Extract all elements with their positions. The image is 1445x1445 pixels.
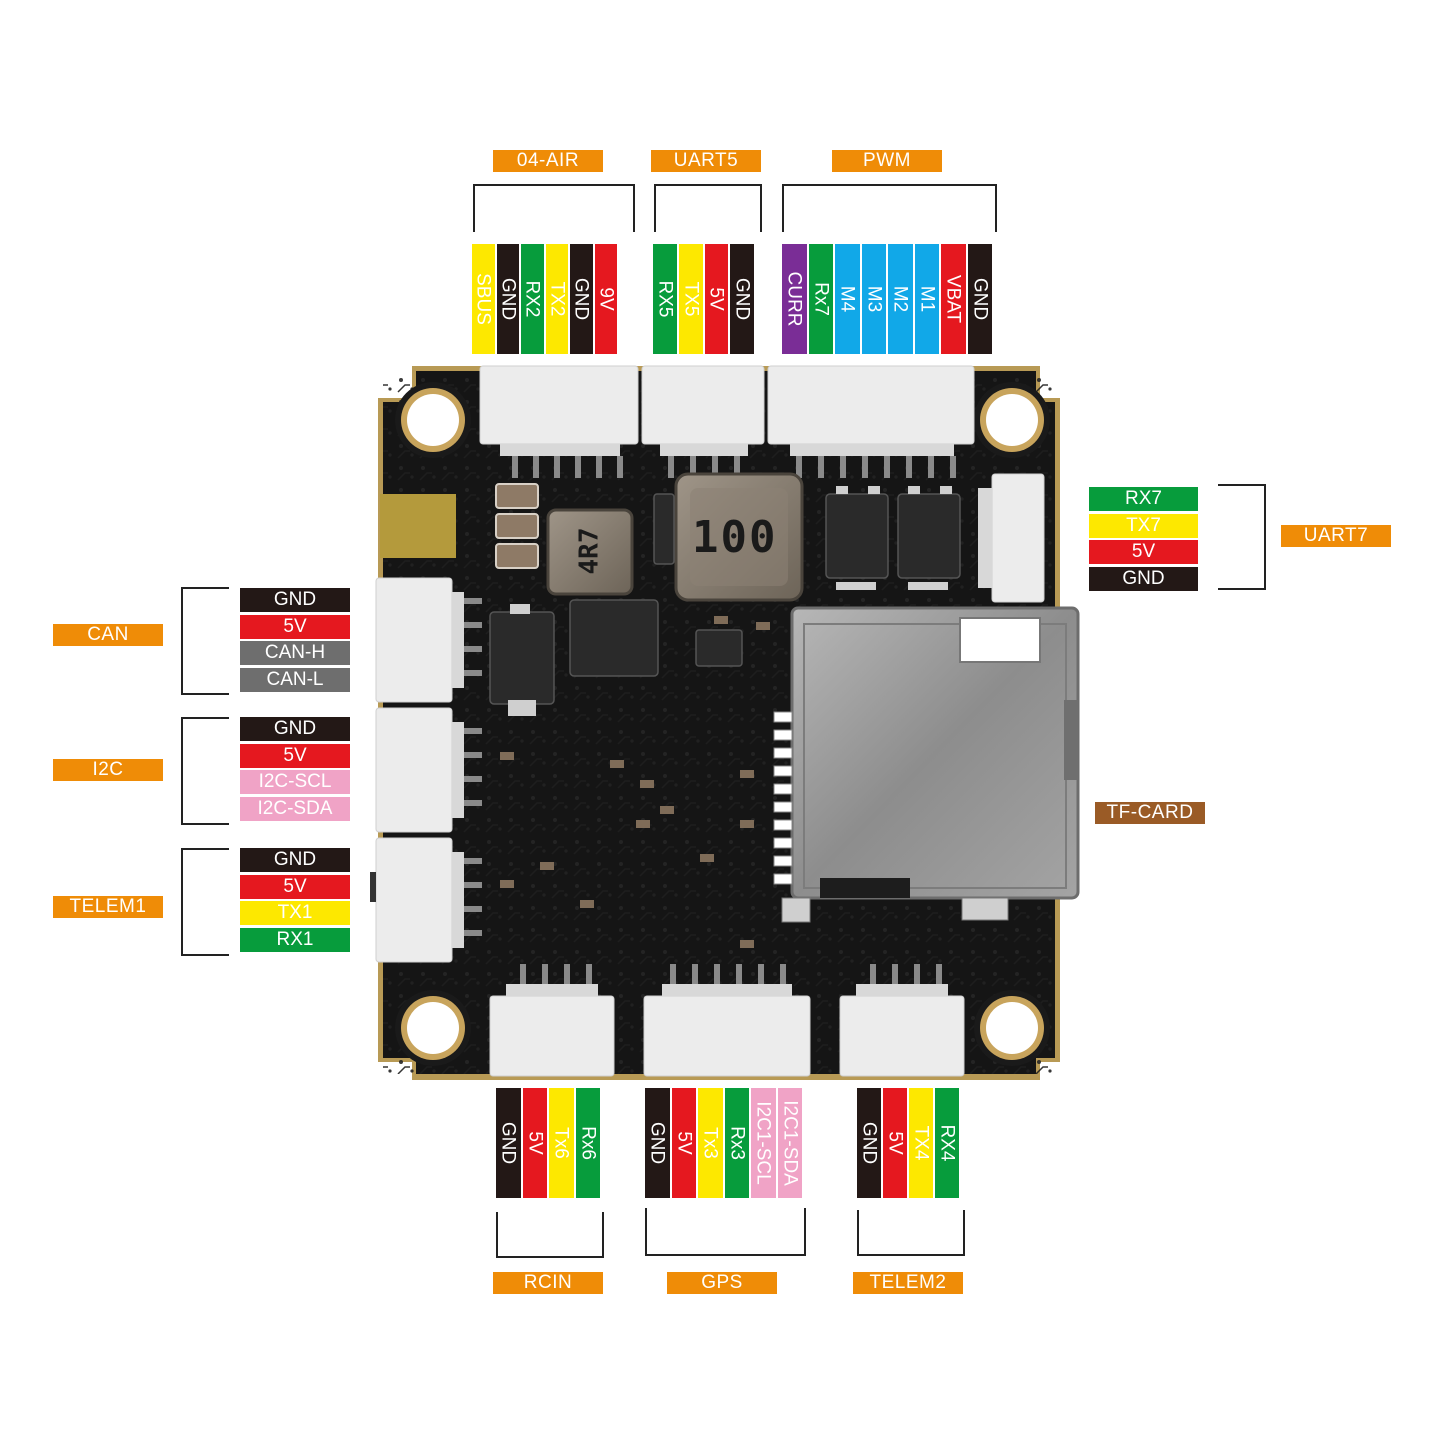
- pin-i2c-3: I2C-SDA: [240, 796, 350, 821]
- pin-i2c-1: 5V: [240, 743, 350, 768]
- label-uart7: UART7: [1281, 525, 1391, 547]
- pin-o4-air-5: 9V: [594, 244, 617, 354]
- pin-telem2-0: GND: [857, 1088, 881, 1198]
- pin-uart7-3: GND: [1089, 566, 1198, 591]
- pin-can-2: CAN-H: [240, 641, 350, 665]
- connector-telem2-housing: [839, 984, 965, 1077]
- inductor-small: [546, 508, 634, 596]
- bracket-can: [181, 587, 229, 695]
- connector-pwm-housing: [767, 365, 975, 456]
- pin-telem1-3: RX1: [240, 927, 350, 952]
- pin-rcin-0: GND: [496, 1088, 521, 1198]
- pin-uart7-1: TX7: [1089, 513, 1198, 538]
- pin-pwm-7: GND: [967, 244, 992, 354]
- connector-rcin-housing: [489, 984, 615, 1077]
- pin-can-3: CAN-L: [240, 667, 350, 692]
- bracket-pwm: [782, 184, 997, 232]
- pin-pwm-4: M2: [888, 244, 913, 354]
- pin-o4-air-2: RX2: [521, 244, 544, 354]
- pin-gps-4: I2C1-SCL: [751, 1088, 776, 1198]
- left-connector-pins: [464, 598, 482, 936]
- ics: [489, 493, 961, 705]
- pin-pwm-3: M3: [861, 244, 886, 354]
- inductor-large: [674, 472, 804, 602]
- label-rcin: RCIN: [493, 1272, 603, 1294]
- label-uart5: UART5: [651, 150, 761, 172]
- label-tf-card: TF-CARD: [1095, 802, 1205, 824]
- pin-uart5-1: TX5: [678, 244, 703, 354]
- bracket-telem2: [857, 1210, 965, 1256]
- bracket-o4-air: [473, 184, 635, 232]
- pin-telem1-2: TX1: [240, 901, 350, 925]
- bottom-connector-pins: [520, 964, 942, 984]
- connector-gps-housing: [643, 984, 811, 1077]
- pin-pwm-0: CURR: [782, 244, 807, 354]
- pin-pwm-5: M1: [914, 244, 939, 354]
- bracket-i2c: [181, 717, 229, 825]
- connector-can-housing: [375, 577, 464, 703]
- pin-can-1: 5V: [240, 614, 350, 639]
- pin-telem2-1: 5V: [883, 1088, 907, 1198]
- pin-telem1-1: 5V: [240, 874, 350, 899]
- pin-uart5-2: 5V: [704, 244, 729, 354]
- pin-uart5-3: GND: [730, 244, 754, 354]
- connector-o4-air-housing: [479, 365, 639, 456]
- ic-pads: [508, 486, 952, 716]
- pin-o4-air-3: TX2: [545, 244, 568, 354]
- top-connector-pins: [512, 456, 956, 478]
- pin-uart7-0: RX7: [1089, 487, 1198, 511]
- connector-i2c-housing: [375, 707, 464, 833]
- tf-card-pins: [773, 711, 793, 885]
- pin-gps-0: GND: [645, 1088, 670, 1198]
- pin-o4-air-0: SBUS: [472, 244, 495, 354]
- pin-pwm-2: M4: [835, 244, 860, 354]
- pin-pwm-6: VBAT: [941, 244, 966, 354]
- inductor-small-marking: 4R7: [574, 527, 605, 575]
- label-telem2: TELEM2: [853, 1272, 963, 1294]
- pin-rcin-1: 5V: [522, 1088, 547, 1198]
- pin-gps-2: Tx3: [698, 1088, 723, 1198]
- pin-i2c-2: I2C-SCL: [240, 770, 350, 794]
- connector-uart7-housing: [978, 473, 1045, 603]
- pin-gps-1: 5V: [671, 1088, 696, 1198]
- label-o4-air: 04-AIR: [493, 150, 603, 172]
- connector-uart5-housing: [641, 365, 765, 456]
- label-telem1: TELEM1: [53, 896, 163, 918]
- label-pwm: PWM: [832, 150, 942, 172]
- pin-telem2-3: RX4: [935, 1088, 959, 1198]
- pin-rcin-3: Rx6: [575, 1088, 600, 1198]
- mounting-hole-top-left: [395, 382, 471, 458]
- pin-rcin-2: Tx6: [549, 1088, 574, 1198]
- pin-uart7-2: 5V: [1089, 540, 1198, 564]
- pin-telem2-2: TX4: [909, 1088, 933, 1198]
- smd-parts: [500, 616, 770, 948]
- gold-pad: [380, 494, 456, 558]
- pin-i2c-0: GND: [240, 717, 350, 741]
- inductor-large-marking: 100: [692, 512, 778, 563]
- pin-uart5-0: RX5: [653, 244, 677, 354]
- pin-o4-air-4: GND: [570, 244, 593, 354]
- label-can: CAN: [53, 624, 163, 646]
- pin-o4-air-1: GND: [496, 244, 519, 354]
- pin-gps-5: I2C1-SDA: [777, 1088, 802, 1198]
- bracket-uart7: [1218, 484, 1266, 590]
- pin-gps-3: Rx3: [724, 1088, 749, 1198]
- label-i2c: I2C: [53, 759, 163, 781]
- capacitors: [495, 483, 539, 569]
- bracket-uart5: [654, 184, 762, 232]
- label-gps: GPS: [667, 1272, 777, 1294]
- mounting-hole-bottom-left: [395, 990, 471, 1066]
- connector-telem1-housing: [370, 837, 464, 963]
- tf-card-slot: [781, 606, 1080, 923]
- pin-can-0: GND: [240, 588, 350, 612]
- pin-telem1-0: GND: [240, 848, 350, 872]
- mounting-hole-bottom-right: [974, 990, 1050, 1066]
- bracket-telem1: [181, 848, 229, 956]
- bracket-gps: [645, 1208, 806, 1256]
- mounting-hole-top-right: [974, 382, 1050, 458]
- pin-pwm-1: Rx7: [808, 244, 833, 354]
- bracket-rcin: [496, 1212, 604, 1258]
